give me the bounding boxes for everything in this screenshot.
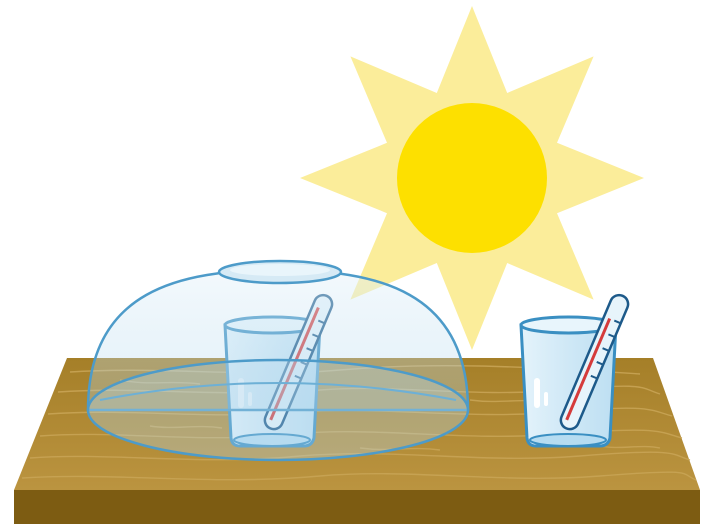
beaker-shine-small xyxy=(544,392,548,406)
dome-base xyxy=(88,360,468,460)
beaker-shine xyxy=(534,378,540,408)
dome-handle-shine xyxy=(230,264,330,276)
sun-core xyxy=(397,103,547,253)
table-front xyxy=(14,490,700,524)
beaker-base xyxy=(530,434,606,446)
glass-dome-icon xyxy=(88,261,468,460)
